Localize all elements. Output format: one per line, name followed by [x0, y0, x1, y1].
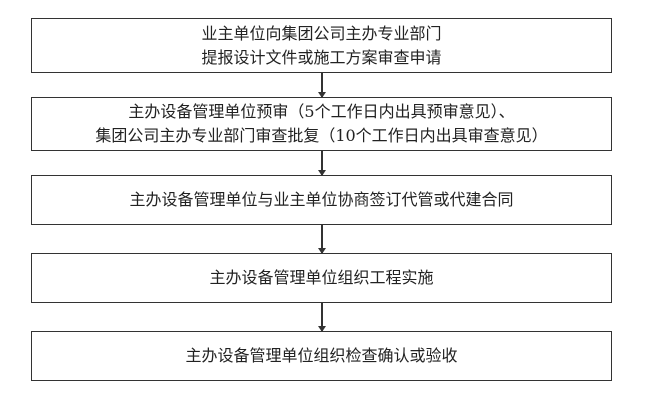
step-2-line-2: 集团公司主办专业部门审查批复（10个工作日内出具审查意见） — [95, 126, 548, 145]
step-4-line-1: 主办设备管理单位组织工程实施 — [209, 268, 434, 287]
arrow-3-to-4 — [318, 225, 325, 254]
arrow-1-to-2 — [318, 73, 325, 98]
step-1-line-1: 业主单位向集团公司主办专业部门 — [201, 23, 442, 43]
step-1-line-2: 提报设计文件或施工方案审查申请 — [201, 47, 442, 67]
arrow-4-to-5 — [318, 303, 325, 332]
step-3-line-1: 主办设备管理单位与业主单位协商签订代管或代建合同 — [129, 190, 514, 209]
step-5-line-1: 主办设备管理单位组织检查确认或验收 — [185, 346, 458, 365]
step-5-box: 主办设备管理单位组织检查确认或验收 — [31, 331, 612, 381]
step-2-box: 主办设备管理单位预审（5个工作日内出具预审意见）、 集团公司主办专业部门审查批复… — [31, 97, 612, 151]
step-4-box: 主办设备管理单位组织工程实施 — [31, 253, 612, 303]
arrow-2-to-3 — [318, 151, 325, 176]
step-3-box: 主办设备管理单位与业主单位协商签订代管或代建合同 — [31, 175, 612, 225]
step-2-line-1: 主办设备管理单位预审（5个工作日内出具预审意见）、 — [128, 102, 515, 121]
step-1-box: 业主单位向集团公司主办专业部门 提报设计文件或施工方案审查申请 — [31, 18, 612, 73]
